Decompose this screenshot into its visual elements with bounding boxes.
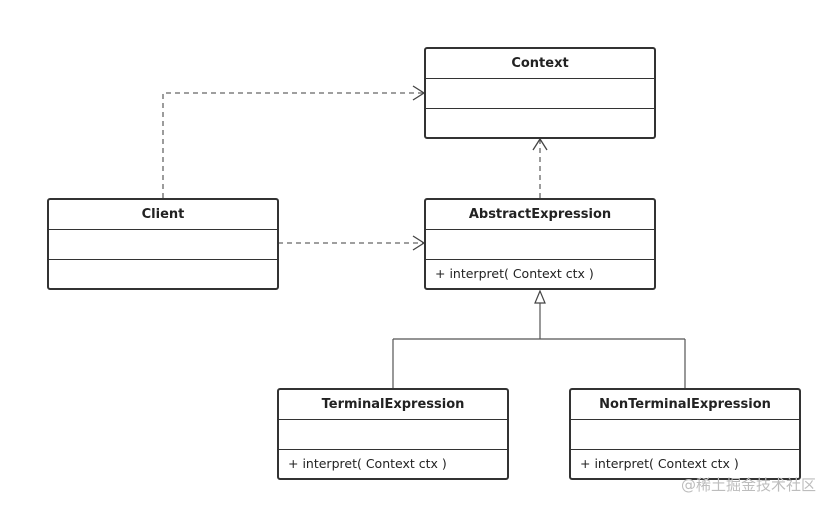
class-abstract-expression[interactable]: AbstractExpression + interpret( Context … xyxy=(424,198,656,290)
operations-compartment: + interpret( Context ctx ) xyxy=(426,258,654,288)
class-nonterminal-expression[interactable]: NonTerminalExpression + interpret( Conte… xyxy=(569,388,801,480)
class-terminal-expression[interactable]: TerminalExpression + interpret( Context … xyxy=(277,388,509,480)
operations-compartment xyxy=(49,258,277,288)
attributes-compartment xyxy=(571,419,799,448)
hollow-triangle-arrowhead xyxy=(534,289,546,304)
operations-compartment: + interpret( Context ctx ) xyxy=(279,448,507,478)
operations-compartment: + interpret( Context ctx ) xyxy=(571,448,799,478)
generalization-line xyxy=(392,303,686,388)
class-name: AbstractExpression xyxy=(468,207,612,223)
attributes-compartment xyxy=(426,78,654,107)
class-context[interactable]: Context xyxy=(424,47,656,139)
operations-compartment xyxy=(426,107,654,137)
open-arrowhead xyxy=(532,137,548,151)
dependency-client-context xyxy=(162,92,424,198)
class-name: Client xyxy=(141,207,185,223)
class-name: NonTerminalExpression xyxy=(599,397,771,413)
attributes-compartment xyxy=(426,229,654,258)
class-name: Context xyxy=(511,56,569,72)
watermark-text: @稀土掘金技术社区 xyxy=(680,476,816,494)
attributes-compartment xyxy=(279,419,507,448)
class-client[interactable]: Client xyxy=(47,198,279,290)
attributes-compartment xyxy=(49,229,277,258)
class-name: TerminalExpression xyxy=(321,397,465,413)
